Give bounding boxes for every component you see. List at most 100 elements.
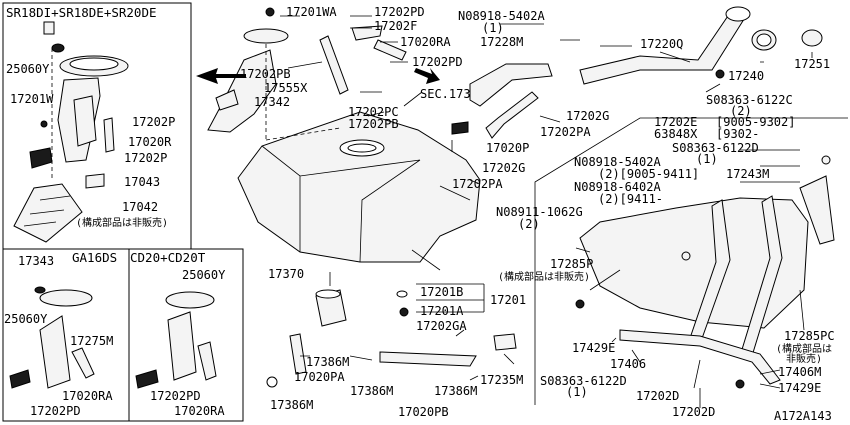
nut-icon — [821, 155, 831, 165]
callout-17202E-range: [9005-9302] — [716, 115, 795, 129]
callout-17020RA-top: 17020RA — [400, 35, 451, 49]
screw-icon — [715, 69, 725, 79]
callout-n08918-6402A: N08918-6402A — [574, 180, 661, 194]
clamp-icon — [85, 173, 105, 189]
fuel-pump-assembly-cd20 — [135, 291, 217, 389]
callout-17020P: 17020P — [486, 141, 529, 155]
callout-17201: 17201 — [490, 293, 526, 307]
callout-17202GA: 17202GA — [416, 319, 467, 333]
leader-lines — [265, 15, 813, 408]
filter-block-icon — [135, 369, 159, 389]
callout-17043: 17043 — [124, 175, 160, 189]
filter-block-icon — [9, 369, 31, 389]
fuel-pump-assembly-ga16ds — [9, 286, 95, 389]
vent-pipe-icon — [351, 25, 383, 41]
callout-s08363-6122D-top-qty: (1) — [696, 152, 718, 166]
screw-icon — [265, 7, 275, 17]
bracket-icon — [799, 175, 835, 245]
bolt-icon — [735, 379, 745, 389]
screw-icon — [40, 120, 48, 128]
top-left-panel-header: SR18DI+SR18DE+SR20DE — [6, 5, 157, 20]
callout-63848X-range: [9302- — [716, 127, 759, 141]
filter-block-icon — [29, 147, 53, 169]
callout-17202D-b: 17202D — [672, 405, 715, 419]
callout-25060Y: 25060Y — [6, 62, 50, 76]
pump-hose-icon — [103, 117, 115, 153]
pump-flange-icon — [243, 28, 289, 44]
callout-17202PB-left: 17202PB — [240, 67, 291, 81]
callout-n08911-1062G: N08911-1062G — [496, 205, 583, 219]
connector-icon — [493, 333, 517, 351]
callout-17020RA-bm: 17020RA — [174, 404, 225, 418]
callout-17235M: 17235M — [480, 373, 523, 387]
bottom-mid-panel — [128, 248, 244, 422]
bottom-left-panel-header: GA16DS — [72, 250, 117, 265]
callout-17201A: 17201A — [420, 304, 464, 318]
callout-17202P-b: 17202P — [124, 151, 167, 165]
callout-17285P: 17285P — [550, 257, 593, 271]
callout-17202PB: 17202PB — [348, 117, 399, 131]
callout-17228M: 17228M — [480, 35, 523, 49]
callout-17202PD-bm: 17202PD — [150, 389, 201, 403]
callout-n08918-5402A-top: N08918-5402A — [458, 9, 545, 23]
washer-icon — [266, 376, 278, 388]
callout-17429E-a: 17429E — [572, 341, 615, 355]
callout-17042: 17042 — [122, 200, 158, 214]
vent-hose-icon — [373, 39, 407, 61]
callout-n08918-5402A-r: N08918-5402A — [574, 155, 661, 169]
callout-17555X: 17555X — [264, 81, 308, 95]
callout-17285PC-note1: (構成部品は — [776, 342, 832, 355]
callout-17202PD-top: 17202PD — [374, 5, 425, 19]
callout-17202P-a: 17202P — [132, 115, 175, 129]
pump-flange-icon — [165, 291, 215, 309]
callout-s08363-6122D-bot: S08363-6122D — [540, 374, 627, 388]
bolt-icon — [575, 299, 585, 309]
callout-17251: 17251 — [794, 57, 830, 71]
callout-17201B: 17201B — [420, 285, 463, 299]
callout-17342: 17342 — [254, 95, 290, 109]
connector-icon — [215, 89, 239, 111]
pump-flange-icon — [39, 289, 93, 307]
fuel-filter-top-icon — [315, 289, 341, 299]
callout-n08918-5402A-top-qty: (1) — [482, 21, 504, 35]
callout-17202E: 17202E — [654, 115, 697, 129]
callout-17406: 17406 — [610, 357, 646, 371]
filler-hose-assembly — [319, 25, 553, 139]
vent-hose-icon — [319, 35, 349, 95]
callout-17240: 17240 — [728, 69, 764, 83]
washer-icon — [396, 290, 408, 298]
gasket-ring-icon — [51, 43, 65, 53]
callout-17042-note: (構成部品は非販売) — [76, 216, 168, 229]
figure-code: A172A143 — [774, 409, 832, 423]
callout-17020PB: 17020PB — [398, 405, 449, 419]
tank-guard-assembly — [575, 155, 835, 389]
callout-25060Y-bl: 25060Y — [4, 312, 48, 326]
callout-17201WA: 17201WA — [286, 5, 337, 19]
clip-icon — [43, 21, 55, 35]
callout-17285PC: 17285PC — [784, 329, 835, 343]
callout-17202F: 17202F — [374, 19, 417, 33]
callout-s08363-6122C: S08363-6122C — [706, 93, 793, 107]
pump-bracket-icon — [39, 315, 71, 389]
hose-icon — [379, 351, 477, 367]
callout-17386M-d: 17386M — [434, 384, 477, 398]
callout-17020RA-bl: 17020RA — [62, 389, 113, 403]
callout-17220Q: 17220Q — [640, 37, 683, 51]
callout-17386M-a: 17386M — [306, 355, 349, 369]
callout-s08363-6122D-bot-qty: (1) — [566, 385, 588, 399]
callout-n08911-1062G-qty: (2) — [518, 217, 540, 231]
callout-17020PA: 17020PA — [294, 370, 345, 384]
callout-63848X: 63848X — [654, 127, 698, 141]
callout-17386M-b: 17386M — [270, 398, 313, 412]
callout-17370: 17370 — [268, 267, 304, 281]
tank-opening-icon — [347, 143, 377, 153]
callout-17285P-note: (構成部品は非販売) — [498, 270, 590, 283]
pump-flange-inner-icon — [69, 57, 119, 71]
filler-neck — [579, 6, 823, 85]
arrow-right-icon — [414, 68, 440, 84]
fuel-tank-body-icon — [237, 111, 481, 263]
hose-icon — [485, 91, 539, 139]
hose-icon — [289, 333, 307, 375]
